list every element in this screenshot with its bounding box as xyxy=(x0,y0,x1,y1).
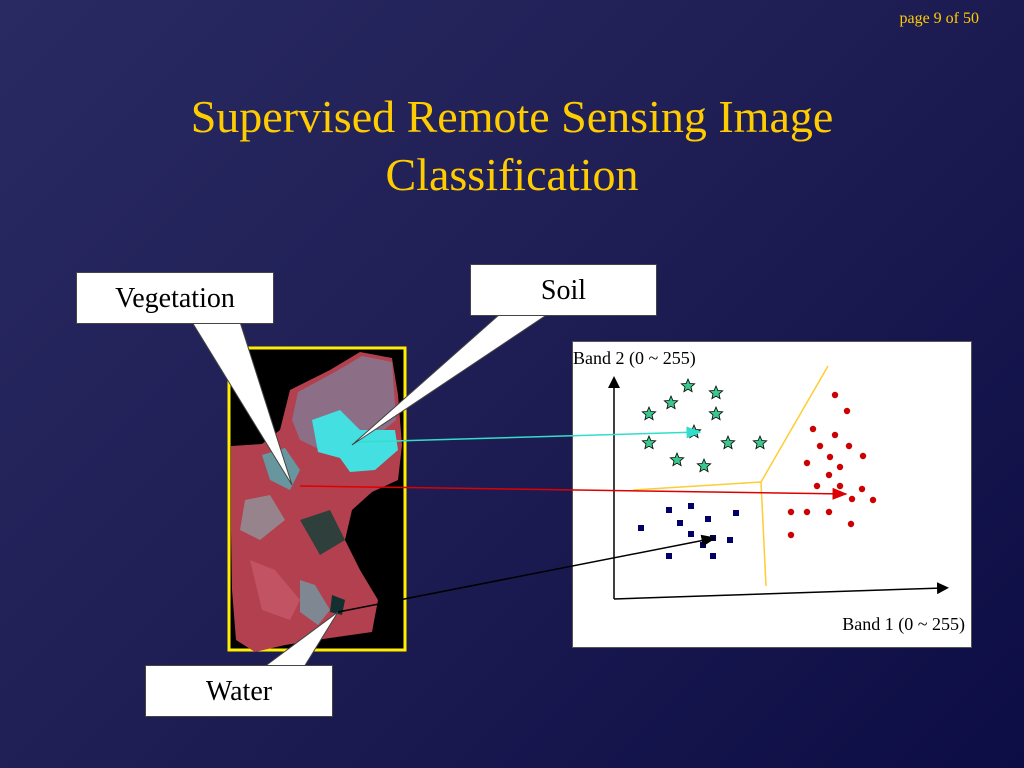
soil-points xyxy=(641,377,768,473)
soil-point xyxy=(663,394,679,410)
vegetation-point xyxy=(858,485,866,493)
vegetation-point xyxy=(803,508,811,516)
water-point xyxy=(677,520,683,526)
vegetation-points xyxy=(787,391,877,539)
boundary-soil-water xyxy=(632,481,762,491)
water-point xyxy=(688,503,694,509)
vegetation-point xyxy=(869,496,877,504)
water-point xyxy=(710,535,716,541)
vegetation-point xyxy=(836,482,844,490)
vegetation-point xyxy=(831,431,839,439)
x-axis-label: Band 1 (0 ~ 255) xyxy=(842,614,965,634)
soil-point xyxy=(641,405,657,421)
boundary-water-vegetation xyxy=(760,481,767,587)
slide-title: Supervised Remote Sensing Image Classifi… xyxy=(0,88,1024,204)
vegetation-point xyxy=(826,453,834,461)
water-point xyxy=(727,537,733,543)
vegetation-point xyxy=(825,471,833,479)
soil-point xyxy=(708,405,724,421)
vegetation-point xyxy=(809,425,817,433)
soil-point xyxy=(752,434,768,450)
soil-callout: Soil xyxy=(470,264,657,316)
soil-point xyxy=(669,451,685,467)
boundary-soil-vegetation xyxy=(760,365,829,483)
vegetation-point xyxy=(845,442,853,450)
vegetation-point xyxy=(787,531,795,539)
vegetation-point xyxy=(813,482,821,490)
water-points xyxy=(638,503,739,559)
vegetation-point xyxy=(803,459,811,467)
vegetation-point xyxy=(848,495,856,503)
water-point xyxy=(666,507,672,513)
vegetation-point xyxy=(836,463,844,471)
y-axis-label: Band 2 (0 ~ 255) xyxy=(573,348,696,368)
soil-point xyxy=(641,434,657,450)
soil-point xyxy=(686,423,702,439)
water-point xyxy=(700,542,706,548)
title-line-2: Classification xyxy=(385,149,639,200)
feature-space-svg xyxy=(608,365,949,600)
water-point xyxy=(733,510,739,516)
vegetation-callout: Vegetation xyxy=(76,272,274,324)
vegetation-point xyxy=(825,508,833,516)
water-point xyxy=(688,531,694,537)
page-number: page 9 of 50 xyxy=(899,10,979,27)
soil-point xyxy=(720,434,736,450)
vegetation-point xyxy=(859,452,867,460)
vegetation-point xyxy=(847,520,855,528)
feature-space-plot: Band 2 (0 ~ 255) Band 1 (0 ~ 255) xyxy=(572,341,972,648)
water-point xyxy=(666,553,672,559)
vegetation-point xyxy=(787,508,795,516)
water-point xyxy=(705,516,711,522)
soil-point xyxy=(680,377,696,393)
x-axis xyxy=(613,582,949,600)
soil-point xyxy=(696,457,712,473)
water-callout: Water xyxy=(145,665,333,717)
water-point xyxy=(710,553,716,559)
vegetation-point xyxy=(843,407,851,415)
water-point xyxy=(638,525,644,531)
title-line-1: Supervised Remote Sensing Image xyxy=(190,91,834,142)
soil-point xyxy=(708,384,724,400)
vegetation-point xyxy=(816,442,824,450)
vegetation-point xyxy=(831,391,839,399)
